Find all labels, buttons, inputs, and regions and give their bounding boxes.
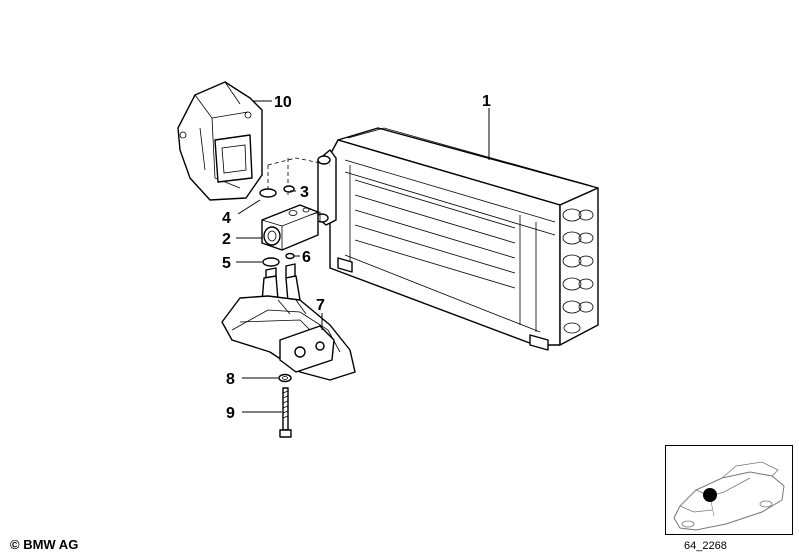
diagram-reference-code: 64_2268 [684, 540, 727, 552]
callout-6: 6 [302, 249, 311, 266]
copyright-text: © BMW AG [10, 537, 79, 552]
car-outline-icon [673, 461, 785, 531]
seal-ring-part [262, 257, 280, 267]
location-marker-icon [703, 488, 717, 502]
callout-2: 2 [222, 231, 231, 248]
callout-10: 10 [274, 94, 292, 111]
callout-3: 3 [300, 184, 309, 201]
expansion-valve-part [261, 204, 321, 251]
washer-part [282, 376, 288, 380]
seal-ring-part [285, 252, 295, 260]
vehicle-locator-thumbnail [665, 445, 793, 535]
cover-part [177, 81, 263, 201]
pipe-assembly-part [221, 275, 356, 381]
callout-7: 7 [316, 297, 325, 314]
leader-line-4 [237, 199, 261, 215]
callout-4: 4 [222, 210, 231, 227]
evaporator-part [315, 127, 599, 351]
callout-1: 1 [482, 93, 491, 110]
callout-8: 8 [226, 371, 235, 388]
seal-ring-part [259, 188, 277, 198]
washer-part [278, 373, 292, 383]
callout-9: 9 [226, 405, 235, 422]
callout-5: 5 [222, 255, 231, 272]
alignment-line [267, 157, 331, 166]
bolt-part [279, 387, 292, 438]
